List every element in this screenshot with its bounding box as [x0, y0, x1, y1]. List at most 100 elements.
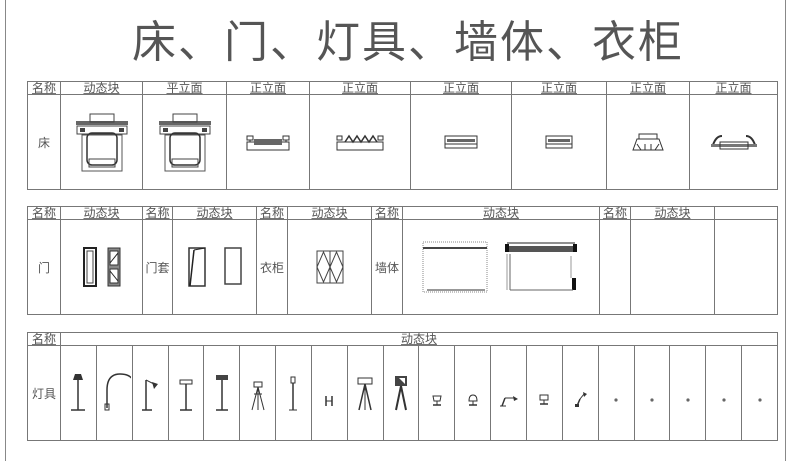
header-front-elevation: 正立面 — [309, 81, 411, 95]
page-title: 床、门、灯具、墙体、衣柜 — [132, 17, 684, 68]
header-name: 名称 — [27, 332, 61, 346]
bed-elevation-cell[interactable] — [226, 94, 310, 190]
row-label-bed: 床 — [27, 94, 61, 190]
tripod-lamp-icon — [251, 381, 265, 411]
lamp-dot-icon — [614, 398, 618, 402]
header-front-elevation: 正立面 — [226, 81, 310, 95]
lamp-dot-icon — [757, 398, 762, 402]
frame-right-border — [785, 0, 786, 461]
arc-lamp-icon — [104, 373, 132, 411]
lamp-block-cell[interactable] — [418, 345, 456, 441]
header-name: 名称 — [142, 206, 173, 220]
row-label-lamp: 灯具 — [27, 345, 61, 441]
floor-lamp-square-icon — [179, 379, 193, 411]
bed-elevation-canopy-cell[interactable] — [606, 94, 690, 190]
lamp-block-cell[interactable] — [131, 345, 169, 441]
header-name: 名称 — [599, 206, 631, 220]
row-label-door-frame: 门套 — [142, 219, 173, 315]
floor-lamp-icon — [71, 374, 86, 411]
bed-plan-cell[interactable] — [142, 94, 227, 190]
bed-elevation-small-icon — [545, 135, 573, 149]
table-lamp-icon — [432, 395, 442, 406]
door-icon — [82, 247, 120, 287]
lamp-block-cell[interactable] — [239, 345, 277, 441]
lamp-block-cell[interactable] — [382, 345, 420, 441]
lamp-block-cell[interactable] — [741, 345, 779, 441]
bed-elevation-simple-cell[interactable] — [410, 94, 512, 190]
header-name: 名称 — [256, 206, 288, 220]
bed-elevation-curved-cell[interactable] — [689, 94, 778, 190]
bed-elevation-canopy-icon — [632, 133, 664, 151]
empty-name-cell — [599, 219, 631, 315]
header-front-elevation: 正立面 — [511, 81, 607, 95]
row-label-wall: 墙体 — [371, 219, 403, 315]
header-empty — [714, 206, 778, 220]
bed-plan-icon — [75, 113, 128, 172]
angled-floor-lamp-icon — [142, 379, 159, 411]
lamp-block-cell[interactable] — [60, 345, 97, 441]
bed-elevation-simple-icon — [444, 135, 478, 149]
bed-elevation-ornate-cell[interactable] — [309, 94, 411, 190]
header-dynamic-block: 动态块 — [172, 206, 257, 220]
lamp-block-cell[interactable] — [490, 345, 527, 441]
header-dynamic-block: 动态块 — [630, 206, 715, 220]
lamp-block-cell[interactable] — [669, 345, 707, 441]
wardrobe-icon — [315, 250, 344, 284]
empty-cell — [714, 219, 778, 315]
header-plan-elevation: 平立面 — [142, 81, 227, 95]
lamp-block-cell[interactable] — [705, 345, 743, 441]
slim-floor-lamp-icon — [289, 376, 298, 411]
bed-plan-icon — [158, 113, 211, 172]
lamp-block-cell[interactable] — [95, 345, 133, 441]
lamp-dot-icon — [722, 398, 726, 402]
door-block-cell[interactable] — [60, 219, 143, 315]
table-lamp-square-icon — [539, 394, 549, 405]
header-front-elevation: 正立面 — [689, 81, 778, 95]
header-name: 名称 — [27, 206, 61, 220]
wall-block-cell[interactable] — [402, 219, 600, 315]
lamp-block-cell[interactable] — [275, 345, 312, 441]
lamp-block-cell[interactable] — [203, 345, 241, 441]
lamp-block-cell[interactable] — [561, 345, 599, 441]
bed-elevation-curved-icon — [710, 135, 757, 150]
lamp-block-cell[interactable] — [346, 345, 384, 441]
row-label-wardrobe: 衣柜 — [256, 219, 288, 315]
lamp-block-cell[interactable] — [167, 345, 205, 441]
header-name: 名称 — [27, 81, 61, 95]
row-label-door: 门 — [27, 219, 61, 315]
lamp-dot-icon — [686, 398, 690, 402]
wardrobe-block-cell[interactable] — [287, 219, 372, 315]
bed-block-cell[interactable] — [60, 94, 143, 190]
lamp-block-cell[interactable] — [633, 345, 671, 441]
small-lamp-icon — [325, 396, 334, 406]
header-name: 名称 — [371, 206, 403, 220]
bed-elevation-icon — [246, 135, 290, 151]
bed-elevation-small-cell[interactable] — [511, 94, 607, 190]
header-dynamic-block: 动态块 — [60, 81, 143, 95]
wall-icon — [422, 241, 577, 293]
lamp-table: 名称 动态块 灯具 — [27, 332, 779, 441]
lamp-dot-icon — [650, 398, 654, 402]
header-dynamic-block: 动态块 — [402, 206, 600, 220]
desk-lamp-angled-icon — [575, 392, 588, 407]
empty-block-cell — [630, 219, 715, 315]
door-frame-icon — [187, 247, 242, 287]
frame-left-border — [5, 0, 6, 461]
door-table: 名称 动态块 名称 动态块 名称 动态块 名称 动态块 名称 动态块 门 门套 … — [27, 206, 778, 315]
tripod-lamp-shade-icon — [357, 377, 373, 411]
door-frame-block-cell[interactable] — [172, 219, 257, 315]
header-dynamic-block: 动态块 — [59, 332, 779, 346]
header-front-elevation: 正立面 — [606, 81, 690, 95]
lamp-block-cell[interactable] — [525, 345, 563, 441]
header-dynamic-block: 动态块 — [60, 206, 143, 220]
lamp-block-cell[interactable] — [454, 345, 492, 441]
bed-elevation-ornate-icon — [336, 134, 384, 151]
desk-lamp-arm-icon — [499, 396, 518, 407]
header-front-elevation: 正立面 — [410, 81, 512, 95]
bed-table: 名称 动态块 平立面 正立面 正立面 正立面 正立面 正立面 正立面 床 — [27, 81, 778, 190]
lamp-block-cell[interactable] — [597, 345, 635, 441]
tripod-lamp-dark-icon — [395, 376, 408, 411]
header-dynamic-block: 动态块 — [287, 206, 372, 220]
lamp-block-cell[interactable] — [310, 345, 348, 441]
table-lamp-round-icon — [468, 394, 478, 406]
